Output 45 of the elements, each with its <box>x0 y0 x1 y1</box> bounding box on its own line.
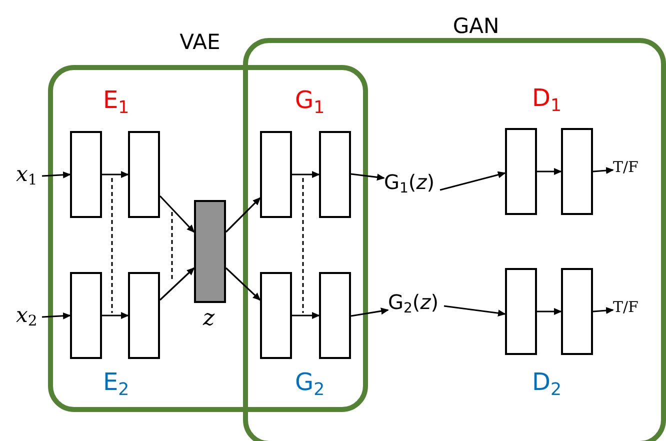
layer-block <box>260 131 292 218</box>
arrow <box>159 195 195 233</box>
layer-block <box>505 128 537 215</box>
latent-label: z <box>203 308 215 330</box>
layer-block <box>70 131 102 218</box>
arrow <box>592 307 614 314</box>
arrow <box>537 168 562 175</box>
latent-code-block <box>194 200 226 303</box>
layer-block <box>260 272 292 359</box>
layer-block <box>128 131 160 218</box>
network-label: G$_{1}$ <box>295 88 325 118</box>
layer-block <box>70 272 102 359</box>
arrow <box>444 305 506 317</box>
arrow <box>42 171 71 178</box>
arrow <box>225 197 261 233</box>
layer-block <box>319 131 351 218</box>
output-label: T/F <box>613 300 655 320</box>
input-label: x$_{1}$ <box>16 164 42 188</box>
output-label: T/F <box>613 160 655 180</box>
group-title: GAN <box>452 14 500 38</box>
network-label: G$_{2}$ <box>295 370 325 400</box>
layer-block <box>561 128 593 215</box>
layer-block <box>561 268 593 355</box>
arrow <box>42 312 71 320</box>
arrow <box>225 267 261 301</box>
network-label: D$_{2}$ <box>532 370 562 400</box>
network-label: D$_{1}$ <box>532 86 562 116</box>
network-label: E$_{1}$ <box>103 88 130 118</box>
layer-block <box>319 272 351 359</box>
arrow <box>537 308 562 315</box>
network-label: E$_{2}$ <box>103 370 130 400</box>
input-label: x$_{2}$ <box>16 305 42 329</box>
arrow <box>102 171 129 178</box>
group-title: VAE <box>180 30 220 54</box>
arrow <box>159 267 195 301</box>
layer-block <box>505 268 537 355</box>
arrow <box>440 171 506 191</box>
arrow <box>592 167 614 174</box>
layer-block <box>128 272 160 359</box>
arrow <box>292 312 320 319</box>
generated-sample-label: G$_{1}$(z) <box>384 172 440 198</box>
arrow <box>292 171 320 178</box>
group-frame <box>48 65 368 412</box>
generated-sample-label: G$_{2}$(z) <box>388 292 444 318</box>
arrow <box>102 312 129 319</box>
